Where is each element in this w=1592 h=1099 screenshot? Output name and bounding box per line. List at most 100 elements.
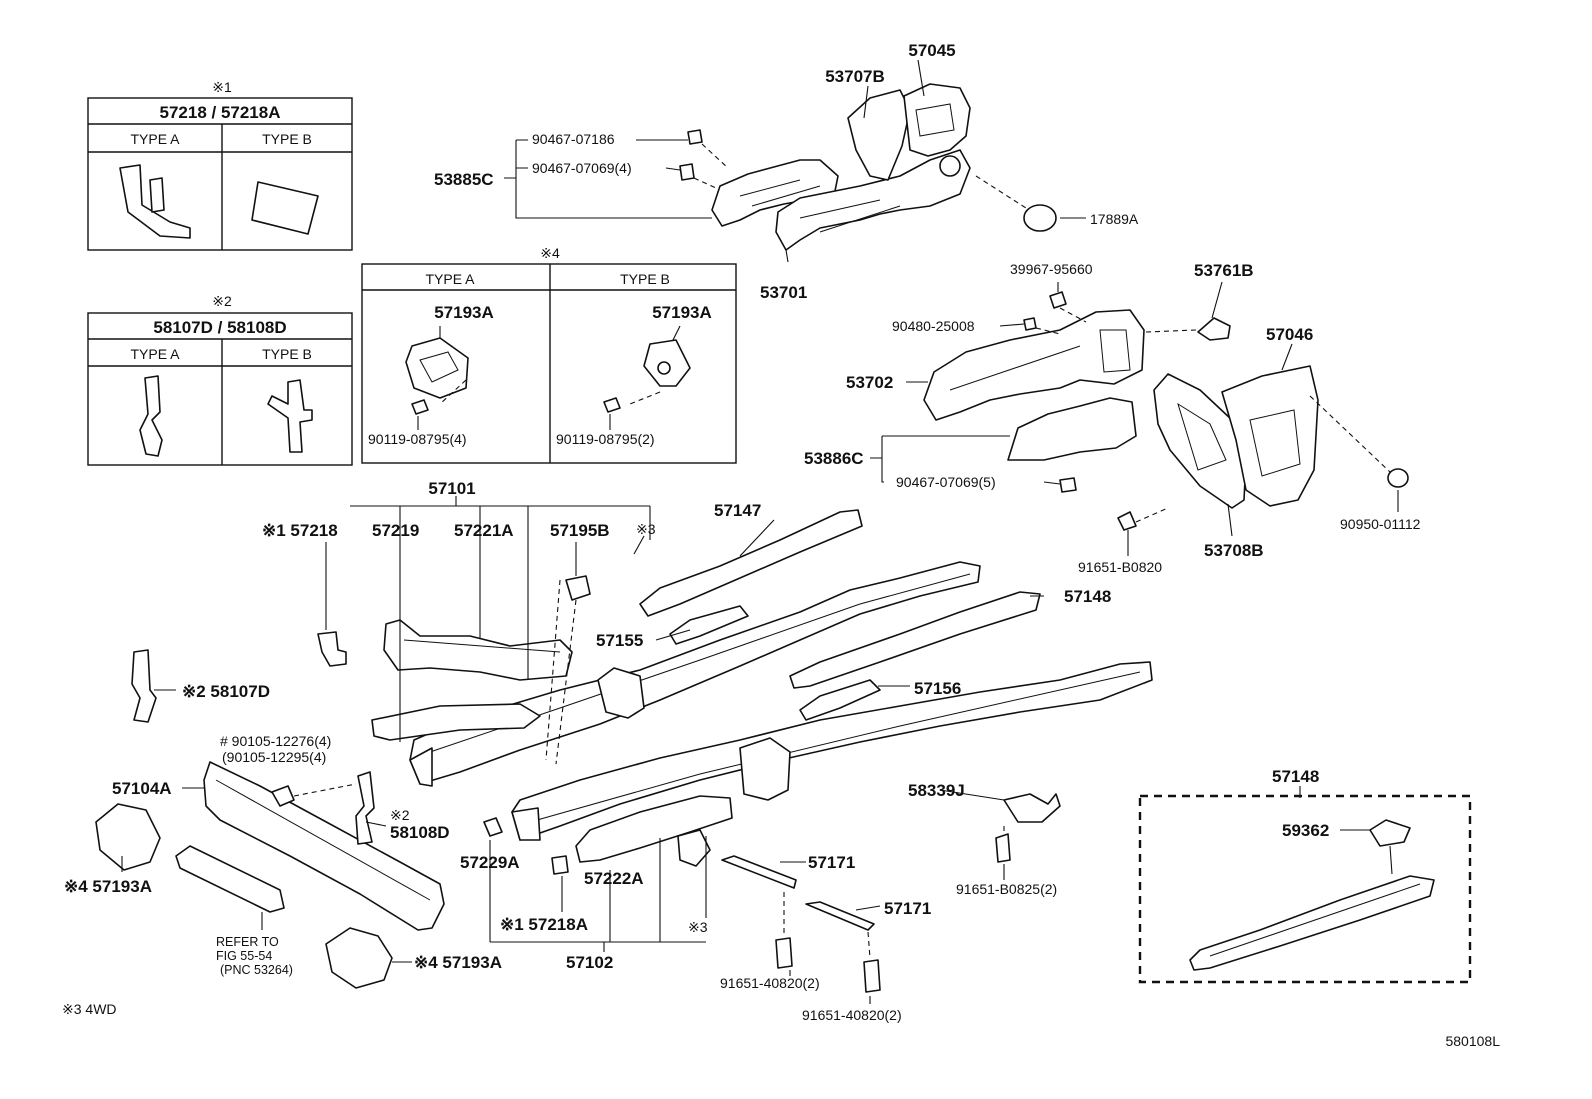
label-57148: 57148 bbox=[1064, 587, 1111, 606]
rail-front-end-right bbox=[511, 807, 541, 841]
label-57171-lower: 57171 bbox=[884, 899, 931, 918]
member-57221a bbox=[383, 619, 573, 681]
bracket-59362 bbox=[1369, 819, 1411, 847]
label-53702: 53702 bbox=[846, 373, 893, 392]
inset-58107d: ※2 58107D / 58108D TYPE A TYPE B bbox=[87, 293, 353, 466]
label-90105-12295: (90105-12295(4) bbox=[222, 749, 326, 765]
label-57147: 57147 bbox=[714, 501, 761, 520]
label-57102: 57102 bbox=[566, 953, 613, 972]
label-57171-upper: 57171 bbox=[808, 853, 855, 872]
side-rail-right bbox=[511, 661, 1153, 841]
crossmember-upper bbox=[371, 703, 541, 741]
panel-53707b bbox=[847, 89, 911, 181]
label-90480-25008: 90480-25008 bbox=[892, 318, 975, 334]
label-57229a: 57229A bbox=[460, 853, 520, 872]
inset4-bolt-b: 90119-08795(2) bbox=[556, 431, 655, 447]
brace-57171-lower bbox=[805, 901, 875, 931]
lower-brace bbox=[175, 845, 285, 913]
bracket-57229a bbox=[483, 817, 503, 837]
bolt-90105 bbox=[271, 785, 295, 807]
bracket-engine-mount bbox=[597, 667, 645, 719]
nut-90480-25008 bbox=[1023, 317, 1037, 331]
panel-57046 bbox=[1221, 365, 1319, 507]
apron-53702 bbox=[923, 309, 1145, 421]
inset1-type-b: TYPE B bbox=[262, 131, 312, 147]
inset4-type-b: TYPE B bbox=[620, 271, 670, 287]
label-91651-40820-a: 91651-40820(2) bbox=[720, 975, 820, 991]
label-57222a: 57222A bbox=[584, 869, 644, 888]
label-91651-b0825: 91651-B0825(2) bbox=[956, 881, 1057, 897]
label-58339j: 58339J bbox=[908, 781, 965, 800]
label-57148-inset: 57148 bbox=[1272, 767, 1319, 786]
bolt-91651-40820-a bbox=[775, 937, 793, 969]
bracket-57218-type-a bbox=[119, 164, 191, 239]
apron-53886c bbox=[1007, 397, 1137, 461]
label-90105-12276: # 90105-12276(4) bbox=[220, 733, 331, 749]
label-57193a-left: ※4 57193A bbox=[64, 877, 152, 896]
label-53885c: 53885C bbox=[434, 170, 494, 189]
label-91651-40820-b: 91651-40820(2) bbox=[802, 1007, 902, 1023]
clip-90467-07069-5 bbox=[1059, 477, 1077, 493]
bracket-58108d bbox=[355, 771, 375, 845]
mount-57193a-left bbox=[95, 803, 161, 871]
bracket-58107d-type-a bbox=[139, 375, 163, 457]
inset4-bolt-a: 90119-08795(4) bbox=[368, 431, 467, 447]
label-57101: 57101 bbox=[428, 479, 475, 498]
clip-90467-07069-4 bbox=[679, 163, 695, 181]
frame-57101 bbox=[317, 561, 981, 787]
inset4-part-b: 57193A bbox=[652, 303, 712, 322]
label-57195b: 57195B bbox=[550, 521, 610, 540]
panel-53708b bbox=[1153, 373, 1247, 509]
label-57046: 57046 bbox=[1266, 325, 1313, 344]
label-57219: 57219 bbox=[372, 521, 419, 540]
bolt-91651-40820-b bbox=[863, 959, 881, 993]
mount-57193a-bottom bbox=[325, 927, 393, 989]
inset2-title: 58107D / 58108D bbox=[153, 318, 286, 337]
label-90467-07069-5: 90467-07069(5) bbox=[896, 474, 996, 490]
member-57222a bbox=[575, 795, 733, 863]
label-53701: 53701 bbox=[760, 283, 807, 302]
refer-note-line1: REFER TO bbox=[216, 935, 279, 949]
bracket-57195b bbox=[565, 575, 591, 601]
mount-57193a-type-a bbox=[405, 337, 469, 399]
apron-assembly-top bbox=[711, 83, 971, 251]
inset1-title: 57218 / 57218A bbox=[160, 103, 281, 122]
bolt-inset-b bbox=[603, 397, 621, 413]
label-mark2-58108d: ※2 bbox=[390, 807, 410, 823]
bolt-inset-a bbox=[411, 399, 429, 415]
label-90467-07186: 90467-07186 bbox=[532, 131, 615, 147]
bracket-57218 bbox=[317, 631, 347, 667]
refer-note-line3: (PNC 53264) bbox=[220, 963, 293, 977]
diagram-id: 580108L bbox=[1445, 1033, 1500, 1049]
bracket-57218a bbox=[551, 855, 569, 875]
plate-57218a-type-b bbox=[251, 181, 319, 235]
label-53707b: 53707B bbox=[825, 67, 885, 86]
label-mark3-top: ※3 bbox=[636, 521, 656, 537]
inset4-part-a: 57193A bbox=[434, 303, 494, 322]
inset4-mark: ※4 bbox=[540, 245, 560, 261]
member-57147 bbox=[639, 509, 863, 617]
label-91651-b0820: 91651-B0820 bbox=[1078, 559, 1162, 575]
bolt-91651-b0820 bbox=[1117, 511, 1137, 531]
crossmember-center bbox=[739, 737, 791, 801]
label-57155: 57155 bbox=[596, 631, 643, 650]
bracket-58108d-type-b bbox=[267, 379, 313, 453]
label-59362: 59362 bbox=[1282, 821, 1329, 840]
member-57156 bbox=[799, 679, 881, 721]
label-57104a: 57104A bbox=[112, 779, 172, 798]
inset4-type-a: TYPE A bbox=[425, 271, 475, 287]
bracket-4wd-lower bbox=[677, 829, 711, 867]
panel-57045 bbox=[903, 83, 971, 157]
plug-17889a bbox=[1023, 204, 1057, 232]
refer-note-line2: FIG 55-54 bbox=[216, 949, 272, 963]
bracket-58339j bbox=[1003, 793, 1061, 823]
inset2-type-a: TYPE A bbox=[130, 346, 180, 362]
bolt-91651-b0825 bbox=[995, 833, 1011, 863]
label-57156: 57156 bbox=[914, 679, 961, 698]
rail-front-end-left bbox=[409, 747, 433, 787]
bracket-58107d bbox=[131, 649, 157, 723]
clip-90467-07186 bbox=[687, 129, 703, 145]
label-57218a: ※1 57218A bbox=[500, 915, 588, 934]
inset1-type-a: TYPE A bbox=[130, 131, 180, 147]
